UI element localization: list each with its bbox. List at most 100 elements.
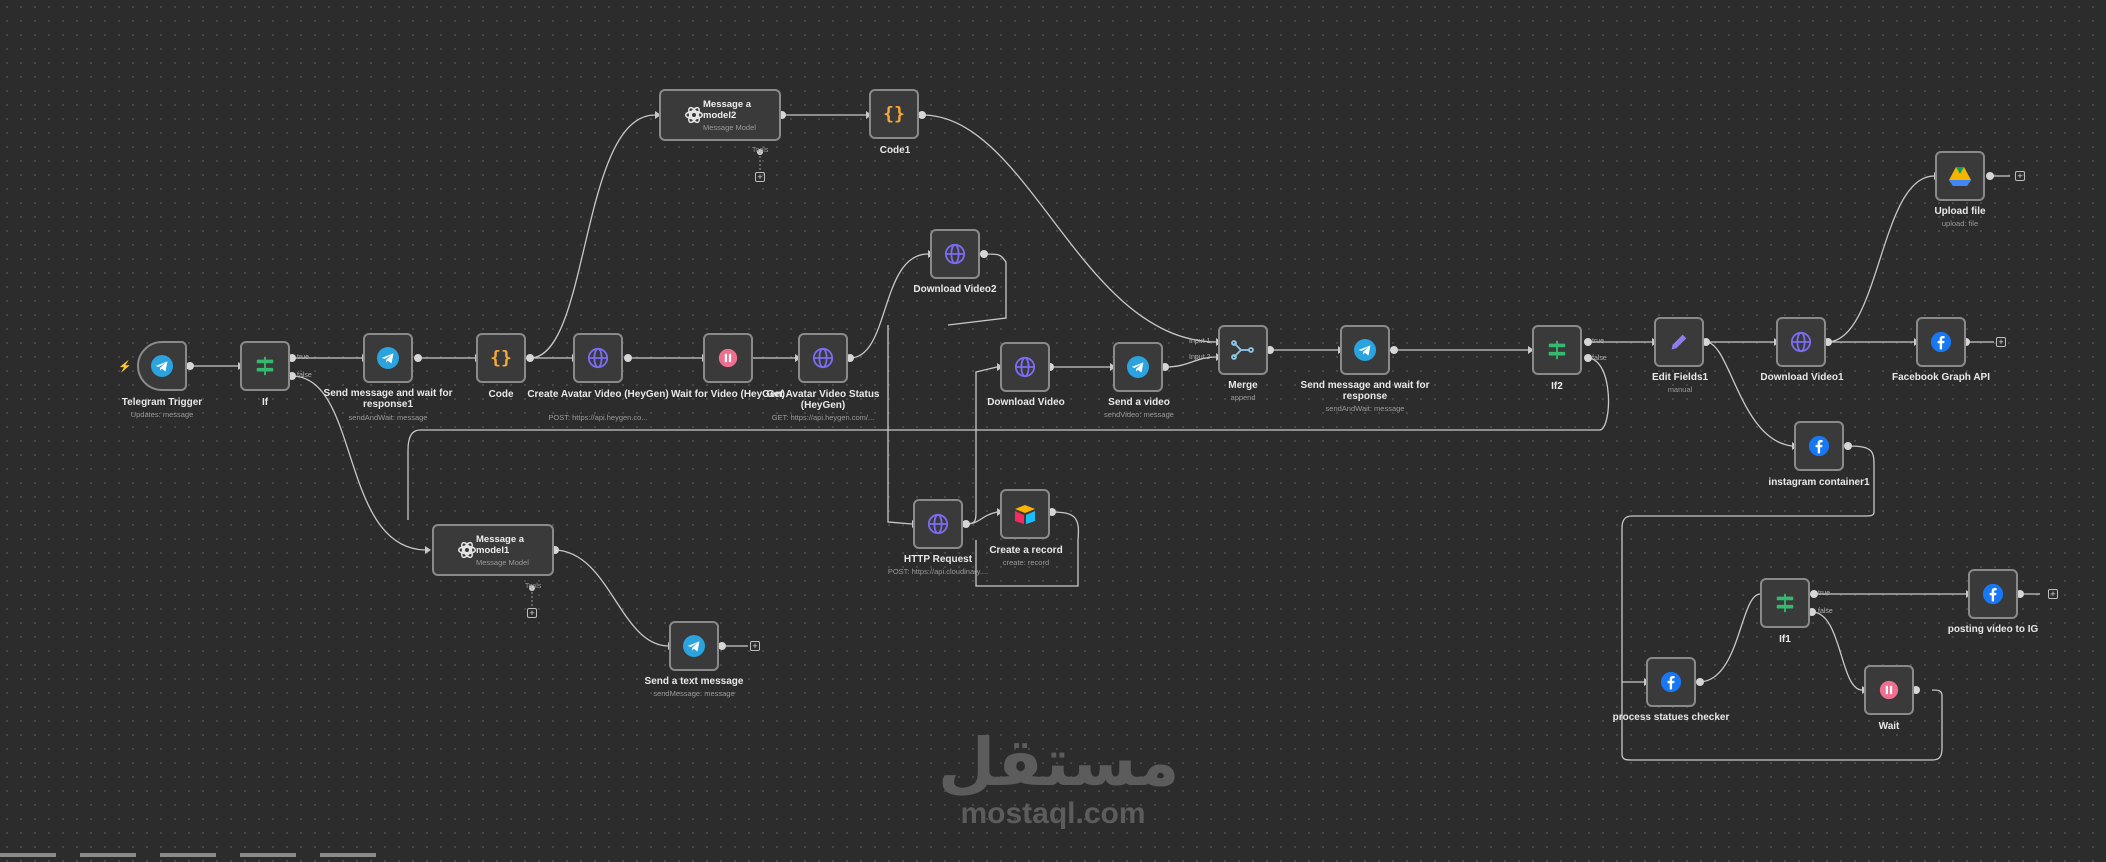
telegram-icon (1127, 356, 1149, 378)
merge-icon (1231, 340, 1254, 360)
node-label: instagram container1 (1768, 477, 1870, 488)
node-subtitle: GET: https://api.heygen.com/... (771, 413, 875, 422)
node-facebook-graph[interactable] (1916, 317, 1966, 367)
node-instagram-container[interactable] (1794, 421, 1844, 471)
globe-icon (944, 243, 966, 265)
watermark: مستقل mostaql.com (938, 728, 1179, 830)
watermark-latin: mostaql.com (960, 797, 1146, 830)
node-label: Get Avatar Video Status (HeyGen) (766, 389, 880, 411)
port-true-label: true (1818, 590, 1831, 597)
tools-label: Tools (752, 147, 769, 154)
add-tool-button[interactable]: + (527, 608, 537, 618)
node-label: Wait for Video (HeyGen) (671, 389, 785, 400)
node-title: Message a model2 (703, 99, 752, 121)
pause-icon (718, 348, 738, 368)
node-label: Send message and wait for response (1300, 380, 1430, 402)
port-true-label: true (1592, 338, 1605, 345)
node-http-request[interactable] (913, 499, 963, 549)
node-label: posting video to IG (1947, 624, 2039, 635)
node-if2[interactable] (1532, 325, 1582, 375)
node-label: Send a text message (644, 676, 744, 687)
port-false-label: false (1818, 608, 1833, 615)
node-subtitle: Message Model (703, 123, 756, 132)
add-node-button[interactable]: + (2048, 589, 2058, 599)
node-label: HTTP Request (903, 554, 973, 565)
google-drive-icon (1949, 167, 1971, 186)
globe-icon (1014, 356, 1036, 378)
add-tool-button[interactable]: + (755, 172, 765, 182)
openai-icon (685, 106, 703, 124)
facebook-icon (1808, 435, 1830, 457)
node-get-status[interactable] (798, 333, 848, 383)
node-label: Facebook Graph API (1892, 372, 1990, 383)
add-node-button[interactable]: + (2015, 171, 2025, 181)
node-create-avatar[interactable] (573, 333, 623, 383)
node-download-video[interactable] (1000, 342, 1050, 392)
node-download-video2[interactable] (930, 229, 980, 279)
node-send-video[interactable] (1113, 342, 1163, 392)
node-message-model2[interactable]: Message a model2 Message Model (659, 89, 781, 141)
node-code[interactable]: {} (476, 333, 526, 383)
node-telegram-trigger[interactable] (137, 341, 187, 391)
pause-icon (1879, 680, 1899, 700)
facebook-icon (1930, 331, 1952, 353)
port-false-label: false (1592, 355, 1607, 362)
braces-icon: {} (490, 347, 512, 369)
node-label: Telegram Trigger (121, 397, 203, 408)
node-subtitle: create: record (1002, 558, 1050, 567)
node-label: Download Video (987, 397, 1065, 408)
telegram-icon (1354, 339, 1376, 361)
pencil-icon (1671, 334, 1687, 350)
node-merge[interactable] (1218, 325, 1268, 375)
node-process-checker[interactable] (1646, 657, 1696, 707)
port-false-label: false (297, 372, 312, 379)
globe-icon (587, 347, 609, 369)
facebook-icon (1660, 671, 1682, 693)
node-label: If2 (1551, 381, 1563, 392)
node-subtitle: sendAndWait: message (1325, 404, 1405, 413)
node-subtitle: sendVideo: message (1104, 410, 1174, 419)
merge-input2-label: Input 2 (1189, 354, 1211, 361)
branch-icon (256, 356, 274, 376)
node-subtitle: manual (1667, 385, 1693, 394)
globe-icon (927, 513, 949, 535)
facebook-icon (1982, 583, 2004, 605)
node-label: If (261, 397, 269, 408)
trigger-bolt-icon: ⚡ (118, 361, 132, 373)
node-if1[interactable] (1760, 578, 1810, 628)
node-label: Code1 (879, 145, 911, 156)
node-wait[interactable] (1864, 665, 1914, 715)
node-wait-video[interactable] (703, 333, 753, 383)
merge-input1-label: Input 1 (1189, 338, 1211, 345)
node-posting-ig[interactable] (1968, 569, 2018, 619)
node-upload-file[interactable] (1935, 151, 1985, 201)
node-label: Send message and wait for response1 (323, 388, 453, 410)
node-title: Message a model1 (476, 534, 525, 556)
braces-icon: {} (883, 103, 905, 125)
node-send-text[interactable] (669, 621, 719, 671)
globe-icon (812, 347, 834, 369)
branch-icon (1776, 593, 1794, 613)
node-label: Wait (1878, 721, 1900, 732)
node-subtitle: sendMessage: message (653, 689, 735, 698)
node-edit-fields[interactable] (1654, 317, 1704, 367)
node-subtitle: sendAndWait: message (348, 413, 428, 422)
node-subtitle: POST: https://api.heygen.co... (548, 413, 648, 422)
node-message-model1[interactable]: Message a model1 Message Model (432, 524, 554, 576)
openai-icon (458, 541, 476, 559)
node-subtitle: POST: https://api.cloudinary.... (887, 567, 989, 576)
node-label: Download Video1 (1760, 372, 1844, 383)
node-code1[interactable]: {} (869, 89, 919, 139)
add-node-button[interactable]: + (750, 641, 760, 651)
node-send-wait[interactable] (1340, 325, 1390, 375)
node-download-video1[interactable] (1776, 317, 1826, 367)
node-send-wait1[interactable] (363, 333, 413, 383)
node-label: Download Video2 (913, 284, 997, 295)
node-label: Create Avatar Video (HeyGen) (527, 389, 669, 400)
node-label: Upload file (1934, 206, 1986, 217)
node-if[interactable] (240, 341, 290, 391)
add-node-button[interactable]: + (1996, 337, 2006, 347)
node-subtitle: Updates: message (130, 410, 194, 419)
node-create-record[interactable] (1000, 489, 1050, 539)
